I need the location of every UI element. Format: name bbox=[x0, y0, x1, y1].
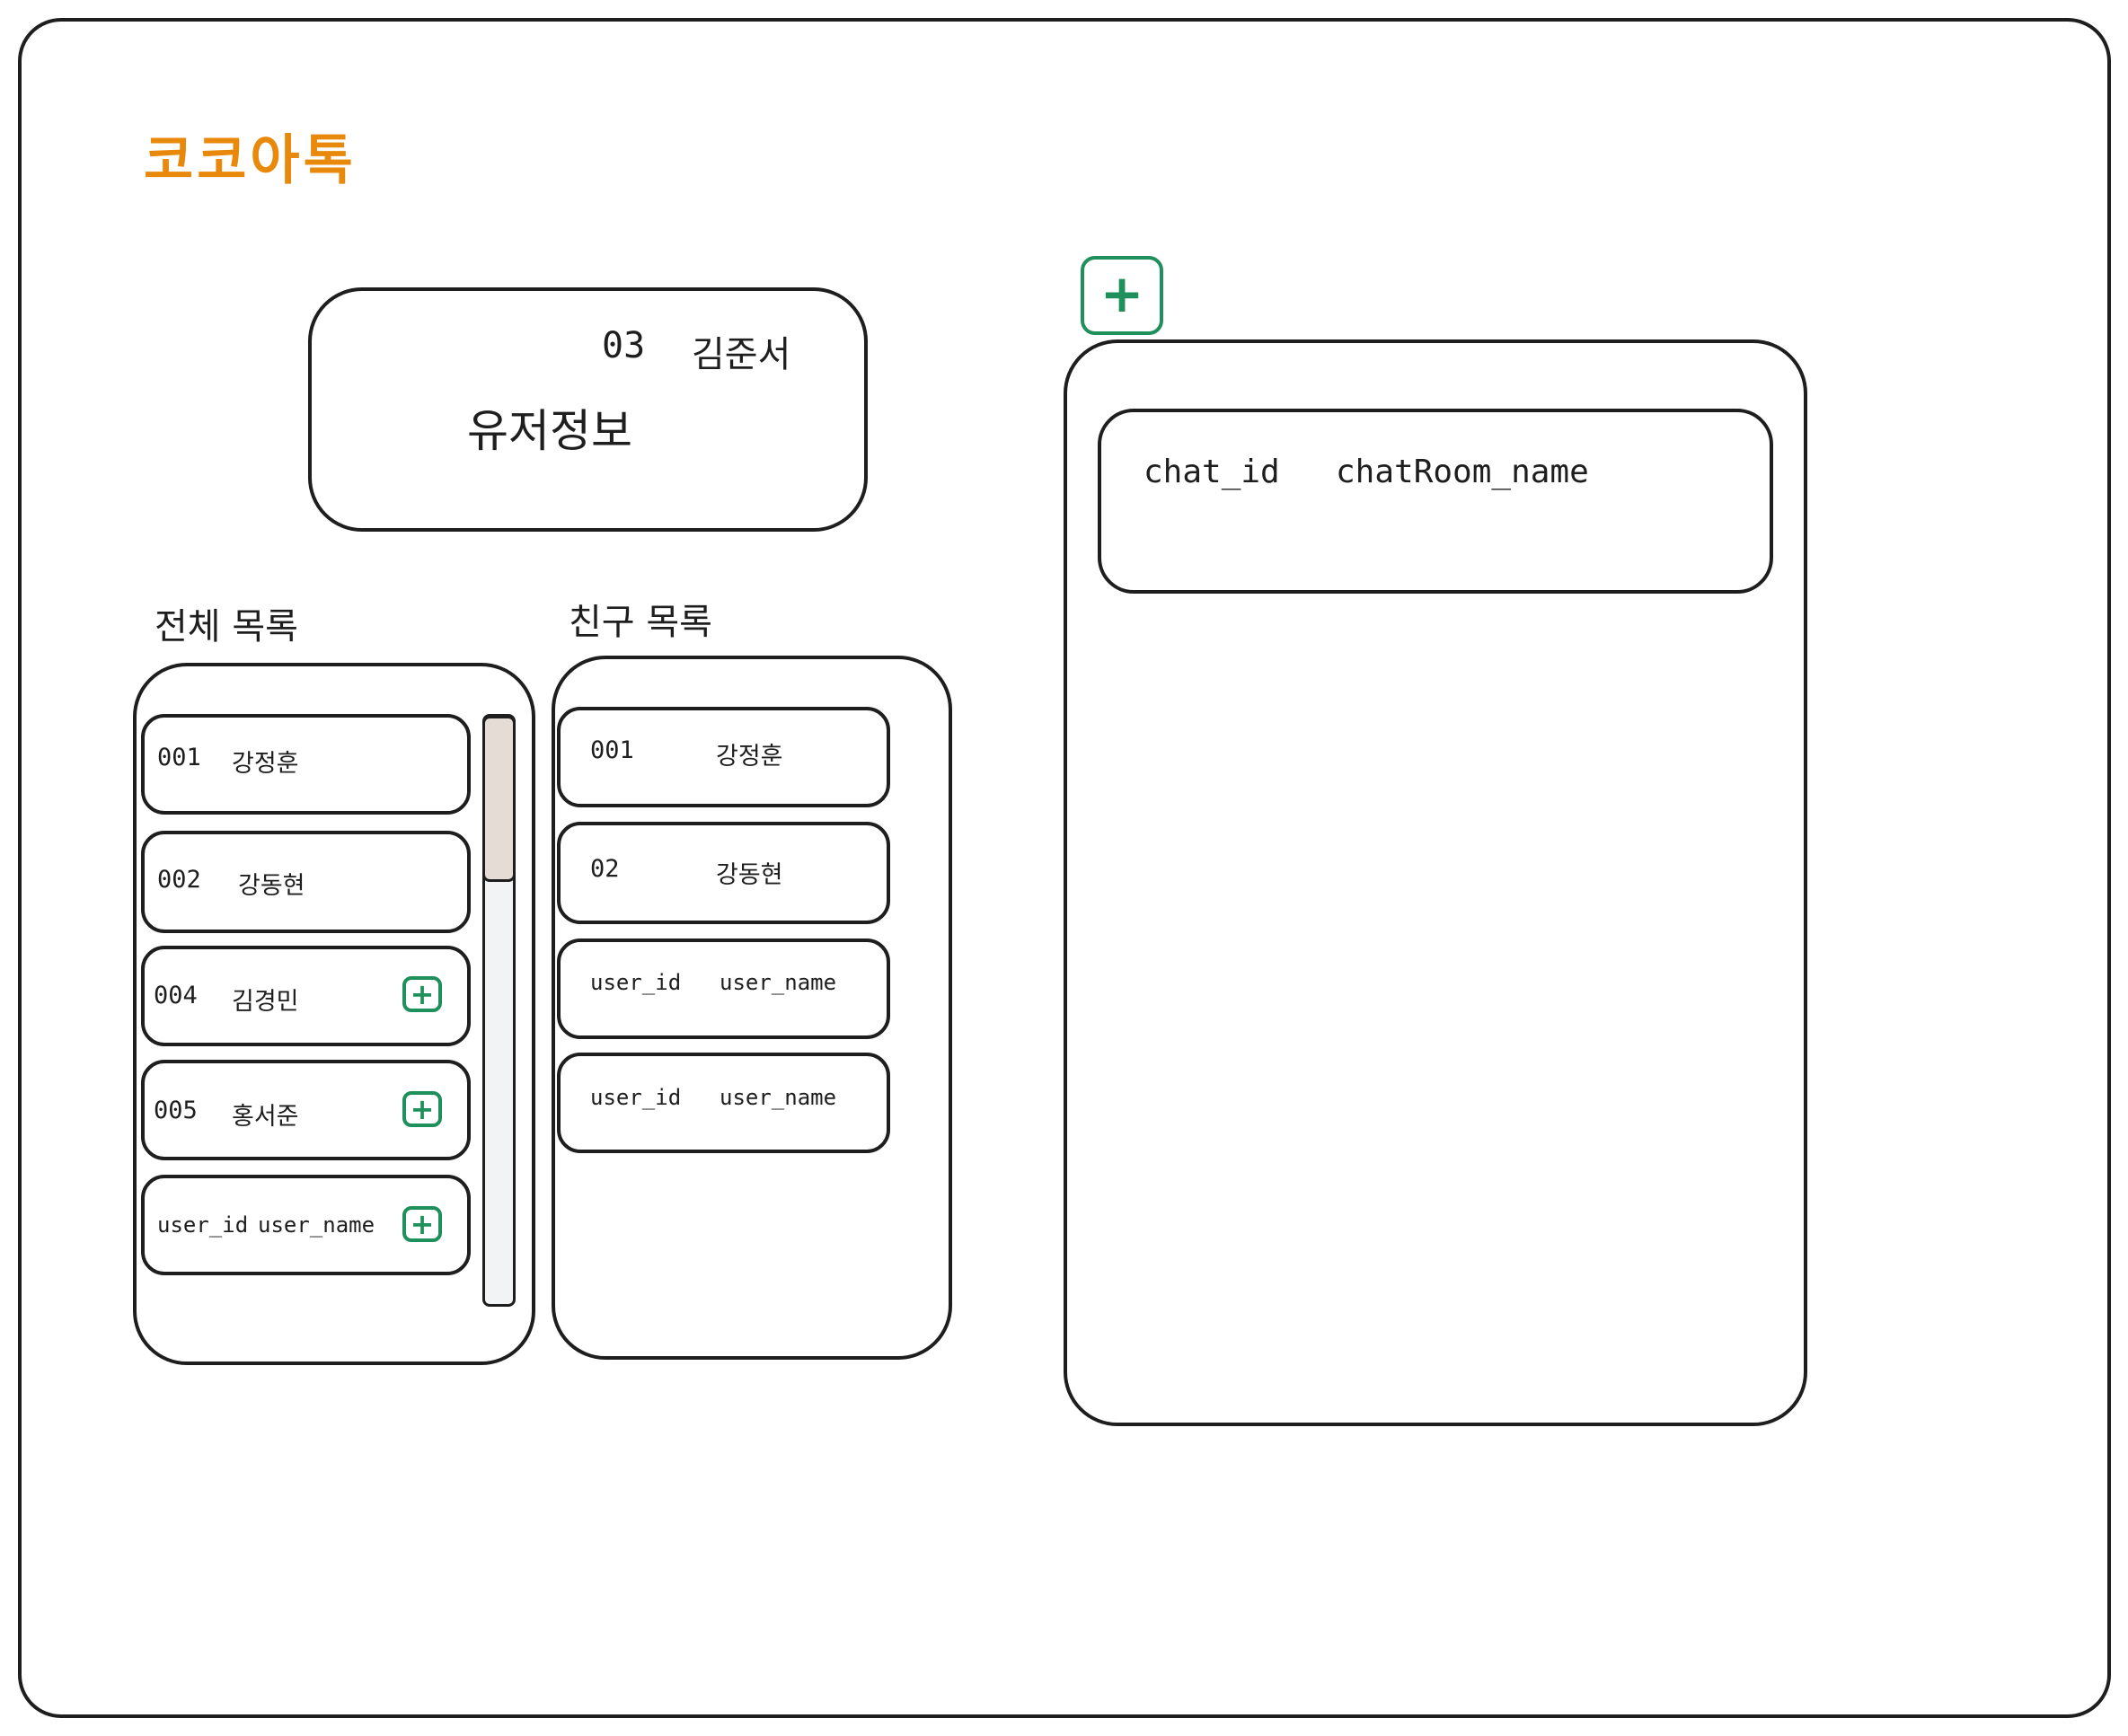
list-item[interactable] bbox=[141, 831, 471, 933]
plus-icon: + bbox=[410, 1207, 435, 1241]
app-title: 코코아톡 bbox=[144, 129, 357, 192]
chatroom-id: chat_id bbox=[1143, 454, 1280, 490]
add-chatroom-button[interactable]: + bbox=[1081, 256, 1163, 335]
list-item[interactable] bbox=[141, 1060, 471, 1160]
scrollbar-thumb[interactable] bbox=[482, 716, 516, 882]
list-item[interactable] bbox=[141, 1175, 471, 1275]
all-list-label: 전체 목록 bbox=[155, 606, 298, 648]
list-item[interactable] bbox=[141, 714, 471, 815]
friend-list-label: 친구 목록 bbox=[569, 602, 712, 643]
user-id: 002 bbox=[157, 866, 201, 894]
friend-name: user_name bbox=[720, 970, 837, 995]
user-id: user_id bbox=[157, 1212, 249, 1238]
user-name: 강동현 bbox=[238, 872, 305, 900]
friend-id: 02 bbox=[590, 855, 620, 883]
friend-name: 강동현 bbox=[716, 861, 783, 889]
list-item[interactable] bbox=[557, 822, 890, 924]
user-name: 강정훈 bbox=[232, 750, 299, 778]
user-id: 001 bbox=[157, 744, 201, 771]
user-name: 김경민 bbox=[232, 988, 299, 1016]
chatroom-item[interactable] bbox=[1098, 409, 1773, 594]
user-info-name: 김준서 bbox=[692, 334, 791, 375]
user-id: 005 bbox=[154, 1097, 198, 1124]
user-name: 홍서준 bbox=[232, 1103, 299, 1131]
add-friend-button[interactable]: + bbox=[402, 1091, 442, 1127]
list-item[interactable] bbox=[141, 946, 471, 1046]
plus-icon: + bbox=[410, 1092, 435, 1126]
user-info-id: 03 bbox=[602, 325, 646, 366]
friend-id: user_id bbox=[590, 970, 682, 995]
friend-name: user_name bbox=[720, 1085, 837, 1110]
user-id: 004 bbox=[154, 982, 198, 1009]
plus-icon: + bbox=[410, 977, 435, 1011]
list-item[interactable] bbox=[557, 1053, 890, 1153]
list-item[interactable] bbox=[557, 707, 890, 807]
chatroom-name: chatRoom_name bbox=[1336, 454, 1589, 490]
app-window bbox=[18, 18, 2111, 1718]
add-friend-button[interactable]: + bbox=[402, 976, 442, 1012]
list-item[interactable] bbox=[557, 938, 890, 1039]
friend-id: 001 bbox=[590, 736, 634, 764]
friend-id: user_id bbox=[590, 1085, 682, 1110]
user-info-title: 유저정보 bbox=[467, 405, 632, 457]
user-name: user_name bbox=[258, 1212, 375, 1238]
add-friend-button[interactable]: + bbox=[402, 1206, 442, 1242]
friend-name: 강정훈 bbox=[716, 743, 783, 771]
user-info-card bbox=[308, 287, 868, 532]
plus-icon: + bbox=[1099, 263, 1144, 324]
